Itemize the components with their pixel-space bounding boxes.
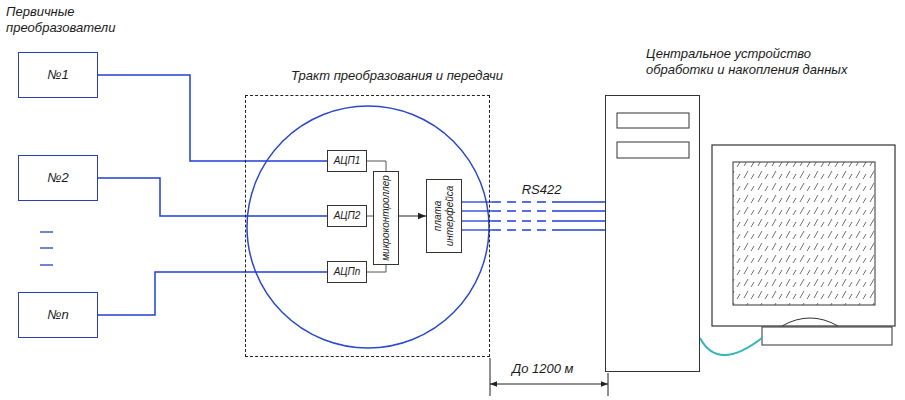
adc-wire [367, 265, 386, 272]
node-label: №n [47, 307, 68, 323]
bus-label: RS422 [520, 182, 564, 198]
wire [462, 229, 492, 230]
data-arrow [399, 216, 426, 217]
conversion-path-frame: Тракт преобразования и передачиАЦП1АЦП2А… [245, 95, 490, 357]
drive-slot [617, 142, 689, 158]
wire [492, 201, 560, 202]
wire [98, 272, 327, 315]
wire [367, 265, 386, 272]
sensor-box: №2 [18, 155, 98, 201]
ellipsis-dashes [40, 232, 53, 265]
node-label: АЦП2 [334, 210, 361, 222]
node-heading: Тракт преобразования и передачи [291, 68, 503, 84]
computer-tower: Центральное устройство обработки и накоп… [605, 95, 700, 372]
node-label: АЦП1 [334, 155, 361, 167]
wire [560, 210, 605, 211]
dimension-label: До 1200 м [512, 361, 573, 377]
housing-circle [247, 106, 489, 348]
wire [367, 161, 386, 171]
adc-box: АЦПn [327, 261, 367, 283]
monitor-frame [712, 145, 895, 326]
cable [700, 338, 762, 355]
node-label: №2 [47, 170, 68, 186]
sensor-box: №1 [18, 52, 98, 98]
adc-box: АЦП1 [327, 150, 367, 172]
wire [492, 210, 560, 211]
wire [492, 220, 560, 221]
sensor-wire [98, 75, 327, 161]
group-caption: Первичные преобразователи [6, 4, 136, 35]
wire [560, 201, 605, 202]
drive-slot [617, 113, 689, 128]
sensor-wire [98, 272, 327, 315]
adc-wire [367, 161, 386, 171]
node-label: плата интерфейса [432, 183, 456, 249]
node-label: АЦПn [334, 266, 361, 278]
wire [462, 201, 492, 202]
wire [98, 75, 327, 161]
microcontroller-box: микроконтроллер [373, 171, 399, 265]
sensor-wire [98, 178, 327, 216]
wire [560, 220, 605, 221]
wire [462, 210, 492, 211]
adc-box: АЦП2 [327, 205, 367, 227]
monitor-screen [733, 162, 875, 305]
monitor-base [762, 327, 892, 345]
rs422-bus [462, 202, 605, 230]
interface-board: плата интерфейса [426, 179, 462, 253]
wire [492, 229, 560, 230]
wire [98, 178, 327, 216]
monitor-stand [782, 318, 838, 326]
node-label: микроконтроллер [380, 175, 392, 261]
wire [399, 216, 426, 217]
node-heading: Центральное устройство обработки и накоп… [646, 46, 861, 77]
wire [462, 220, 492, 221]
node-label: №1 [47, 67, 68, 83]
sensor-box: №n [18, 292, 98, 338]
dimension-line [490, 358, 608, 396]
wire [560, 229, 605, 230]
